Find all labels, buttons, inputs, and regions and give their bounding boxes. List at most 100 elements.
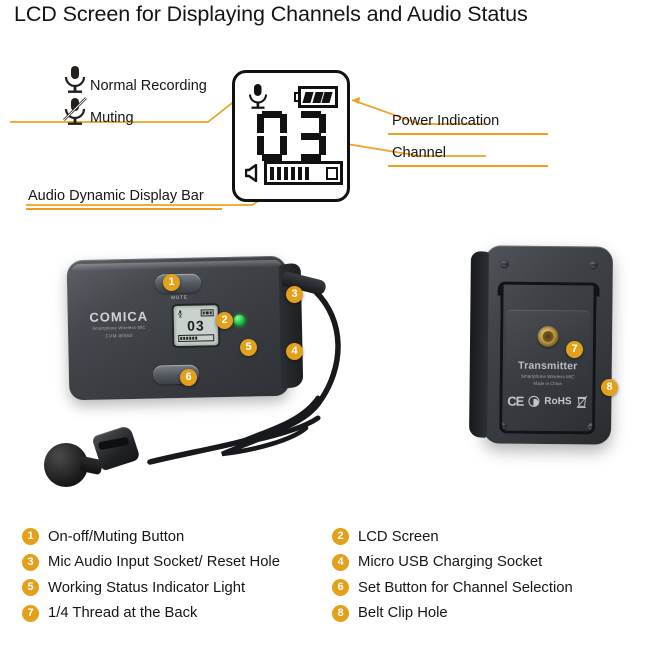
device-audio-meter — [178, 334, 215, 342]
rohs-mark: RoHS — [544, 395, 572, 408]
mute-button-label: MUTE — [171, 294, 188, 302]
microphone-icon — [64, 66, 86, 93]
legend-badge-7: 7 — [22, 604, 39, 622]
marker-3: 3 — [286, 286, 303, 303]
legend-row: 3 Mic Audio Input Socket/ Reset Hole 4 M… — [22, 553, 628, 571]
legend-label-4: Micro USB Charging Socket — [358, 554, 543, 570]
seven-segment-digit — [256, 111, 287, 161]
legend-label-7: 1/4 Thread at the Back — [48, 605, 198, 621]
marker-5: 5 — [240, 339, 257, 356]
legend-item-7: 7 1/4 Thread at the Back — [22, 604, 332, 622]
legend-row: 5 Working Status Indicator Light 6 Set B… — [22, 579, 628, 596]
legend-badge-8: 8 — [332, 604, 349, 622]
marker-2: 2 — [216, 312, 233, 329]
audio-bar-segment — [269, 166, 274, 180]
audio-bar-segment — [304, 166, 309, 180]
lcd-audio-meter — [245, 160, 343, 186]
device-audio-segment — [195, 336, 198, 340]
legend-item-3: 3 Mic Audio Input Socket/ Reset Hole — [22, 553, 332, 571]
device-lcd-top-row — [177, 308, 214, 318]
battery-terminal — [294, 92, 299, 102]
microphone-muted-icon — [63, 97, 87, 125]
working-status-indicator-light — [233, 314, 245, 326]
device-audio-segment — [192, 336, 195, 340]
weee-bin-icon — [576, 395, 588, 409]
back-origin: Made in China — [533, 380, 562, 387]
screw-icon — [588, 260, 598, 270]
page-title: LCD Screen for Displaying Channels and A… — [14, 2, 528, 26]
brand-model: CVM-WS50 — [105, 332, 133, 339]
marker-6: 6 — [180, 369, 197, 386]
audio-bar-segment — [290, 166, 295, 180]
lcd-microphone-icon — [249, 84, 267, 109]
callout-channel-underline — [388, 165, 548, 167]
brand-subtitle: Smartphone Wireless MIC — [92, 324, 146, 331]
legend-badge-3: 3 — [22, 553, 39, 571]
lcd-battery-icon — [294, 86, 338, 108]
battery-body — [298, 86, 338, 108]
callout-power-indication: Power Indication — [392, 113, 500, 129]
callout-audio-bar: Audio Dynamic Display Bar — [28, 188, 204, 204]
lcd-schematic: 03 — [232, 70, 350, 202]
legend-badge-6: 6 — [332, 579, 349, 596]
callout-audio-underline — [26, 208, 222, 210]
legend-row: 7 1/4 Thread at the Back 8 Belt Clip Hol… — [22, 604, 628, 622]
callout-power-underline — [388, 133, 548, 135]
ce-mark: CE — [507, 393, 524, 409]
device-audio-segment — [183, 336, 186, 340]
device-audio-segment — [189, 336, 192, 340]
seven-segment-digit — [296, 111, 326, 161]
back-plate: Transmitter Smartphone Wireless MIC Made… — [505, 309, 591, 409]
c-mark-icon — [528, 395, 540, 407]
marker-1: 1 — [163, 274, 180, 291]
audio-level-bar — [264, 161, 343, 185]
legend-item-5: 5 Working Status Indicator Light — [22, 579, 332, 596]
device-audio-segment — [180, 336, 183, 340]
legend-label-8: Belt Clip Hole — [358, 605, 448, 621]
legend-item-1: 1 On-off/Muting Button — [22, 528, 332, 545]
marker-8: 8 — [601, 379, 618, 396]
legend-badge-5: 5 — [22, 579, 39, 596]
legend-row: 1 On-off/Muting Button 2 LCD Screen — [22, 528, 628, 545]
device-battery-bar — [205, 311, 209, 315]
lcd-channel-digits — [235, 111, 347, 161]
callout-channel: Channel — [392, 145, 447, 161]
marker-7: 7 — [566, 341, 583, 358]
legend-list: 1 On-off/Muting Button 2 LCD Screen 3 Mi… — [22, 528, 628, 630]
device-lcd-screen: 03 — [171, 303, 221, 349]
legend-label-5: Working Status Indicator Light — [48, 579, 246, 596]
belt-clip-top — [497, 281, 600, 297]
certification-marks: CE RoHS — [505, 394, 589, 410]
legend-badge-4: 4 — [332, 553, 349, 571]
legend-item-2: 2 LCD Screen — [332, 528, 628, 545]
device-bevel — [71, 259, 282, 272]
legend-label-3: Mic Audio Input Socket/ Reset Hole — [48, 554, 280, 570]
speaker-icon — [245, 164, 258, 182]
back-title: Transmitter — [518, 359, 578, 373]
audio-bar-segment — [283, 166, 288, 180]
quarter-inch-thread — [537, 325, 559, 348]
legend-badge-1: 1 — [22, 528, 39, 545]
transmitter-front: MUTE COMICA Smartphone Wireless MIC CVM-… — [66, 255, 300, 401]
legend-item-6: 6 Set Button for Channel Selection — [332, 579, 628, 596]
screw-icon — [499, 259, 509, 269]
back-subtitle: Smartphone Wireless MIC — [520, 373, 575, 380]
device-audio-segment — [186, 336, 189, 340]
audio-bar-tail — [325, 166, 338, 180]
marker-4: 4 — [286, 343, 303, 360]
legend-label-1: On-off/Muting Button — [48, 528, 185, 545]
lcd-status-normal-label: Normal Recording — [90, 78, 207, 94]
legend-badge-2: 2 — [332, 528, 349, 545]
legend-label-6: Set Button for Channel Selection — [358, 579, 573, 596]
legend-item-8: 8 Belt Clip Hole — [332, 604, 628, 622]
device-battery-bar — [202, 311, 206, 315]
brand-name: COMICA — [89, 308, 149, 325]
back-text-block: Transmitter Smartphone Wireless MIC Made… — [506, 360, 590, 387]
transmitter-back: Transmitter Smartphone Wireless MIC Made… — [482, 245, 614, 445]
device-battery-bar — [209, 311, 212, 315]
audio-bar-segment — [276, 166, 281, 180]
legend-item-4: 4 Micro USB Charging Socket — [332, 553, 628, 571]
lcd-status-muting-label: Muting — [90, 110, 134, 126]
